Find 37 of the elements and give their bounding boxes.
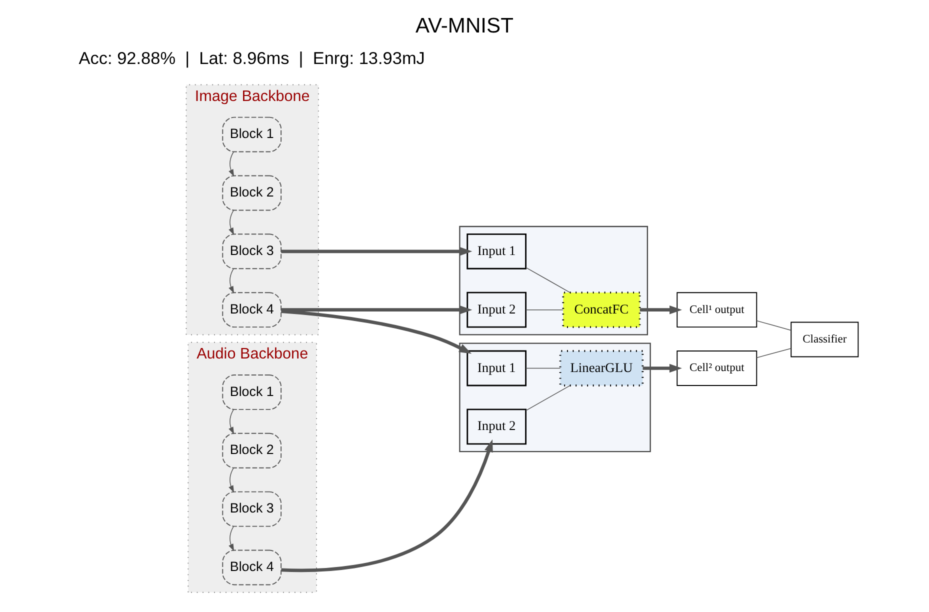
arrow [228,526,234,552]
node-box: Input 1 [466,233,527,270]
arrow [281,305,472,314]
connector [756,320,792,331]
arrow [642,364,682,373]
connector [526,309,564,310]
node-box: Block 1 [222,374,282,410]
node-box: Classifier [790,322,859,358]
diagram-title: AV-MNIST [416,14,514,38]
node-box: Cell² output [676,350,758,386]
connector [526,267,570,293]
node-box: Block 3 [222,491,282,527]
node-box: Block 3 [222,234,282,270]
arrow [228,268,234,294]
node-box: Input 2 [466,292,527,328]
connector [526,385,570,411]
arrow [228,152,234,177]
label: Acc: 92.88% | Lat: 8.96ms | Enrg: 13.93mJ [78,48,425,68]
connector [756,348,792,358]
arrow [281,247,472,256]
connector [526,368,561,369]
node-box: LinearGLU [559,350,644,386]
node-box: Block 1 [222,116,282,152]
node-box: Block 4 [222,292,282,328]
node-box: Block 2 [222,432,282,468]
arrow [281,439,493,572]
arrow [281,310,472,354]
node-box: Block 4 [222,550,282,586]
node-box: ConcatFC [562,292,641,328]
node-box: Block 2 [222,175,282,211]
arrow [228,409,234,434]
arrow [228,468,234,493]
arrow [640,305,682,314]
arrow [228,210,234,236]
node-box: Input 2 [466,408,527,445]
node-box: Cell¹ output [676,292,758,328]
node-box: Input 1 [466,350,527,386]
